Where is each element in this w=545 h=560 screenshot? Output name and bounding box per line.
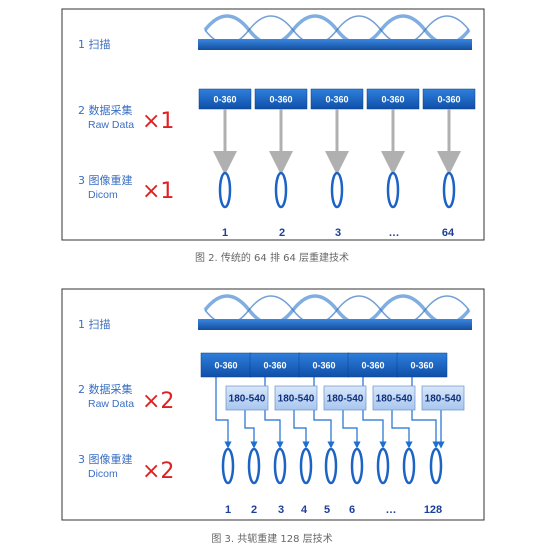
scan-bar: [198, 39, 472, 50]
raw-data-block-180-540: [421, 385, 465, 411]
raw-data-block-0-360: [298, 352, 350, 378]
slice-index: 2: [279, 227, 285, 239]
reconstruction-arrows: [213, 109, 461, 175]
raw-data-block-label: 0-360: [213, 95, 236, 105]
raw-data-blocks-0-360: 0-360 0-360 0-360 0-360 0-360: [200, 352, 448, 378]
raw-data-block-label: 180-540: [327, 394, 364, 405]
raw-data-blocks-180-540: 180-540 180-540 180-540 180-540 180-540: [225, 385, 465, 411]
raw-data-blocks: 0-360 0-360 0-360 0-360 0-360: [198, 88, 476, 110]
image-ring: [402, 447, 416, 485]
slice-indices: 1 2 3 4 5 6 … 128: [225, 504, 442, 516]
slice-index: 1: [222, 227, 228, 239]
slice-index: 3: [278, 504, 284, 516]
slice-index: 128: [424, 504, 442, 516]
image-ring: [386, 171, 400, 209]
raw-data-block-label: 180-540: [376, 394, 413, 405]
raw-data-block-label: 0-360: [361, 361, 384, 371]
row-label-dicom: 3 图像重建: [78, 173, 133, 187]
scan-bar: [198, 319, 472, 330]
image-ring: [330, 171, 344, 209]
row-label-raw: 2 数据采集: [78, 382, 133, 396]
slice-index: 4: [301, 504, 308, 516]
raw-data-block-label: 0-360: [437, 95, 460, 105]
scan-wave-back: [204, 15, 470, 45]
raw-data-block-0-360: [249, 352, 301, 378]
row-label-scan: 1 扫描: [78, 37, 111, 51]
reconstruct-arrow: [293, 410, 310, 449]
raw-data-block-0-360: [347, 352, 399, 378]
image-ring: [247, 447, 261, 485]
raw-data-block-label: 180-540: [278, 394, 315, 405]
image-ring: [221, 447, 235, 485]
raw-data-block-label: 0-360: [312, 361, 335, 371]
reconstruct-arrow: [244, 410, 258, 449]
slice-index: …: [389, 227, 400, 239]
image-ring: [442, 171, 456, 209]
row-sub-raw: Raw Data: [88, 398, 134, 410]
slice-index: 3: [335, 227, 341, 239]
slice-index: …: [386, 504, 397, 516]
slice-index: 2: [251, 504, 257, 516]
figure-2-caption: 图 2. 传统的 64 排 64 层重建技术: [195, 251, 349, 264]
scan-wave-back: [204, 295, 470, 325]
multiplier-raw: ×2: [142, 389, 174, 414]
row-label-raw: 2 数据采集: [78, 103, 133, 117]
raw-data-block-label: 0-360: [325, 95, 348, 105]
slice-indices: 1 2 3 … 64: [222, 227, 455, 239]
raw-data-block-label: 0-360: [269, 95, 292, 105]
multiplier-raw: ×1: [142, 109, 174, 134]
image-ring: [376, 447, 390, 485]
raw-data-block-label: 0-360: [214, 361, 237, 371]
row-label-dicom: 3 图像重建: [78, 452, 133, 466]
image-ring: [274, 171, 288, 209]
image-rings: [218, 171, 456, 209]
row-sub-dicom: Dicom: [88, 189, 118, 201]
raw-data-block-180-540: [225, 385, 269, 411]
image-ring: [299, 447, 313, 485]
row-sub-dicom: Dicom: [88, 468, 118, 480]
slice-index: 5: [324, 504, 330, 516]
row-label-scan: 1 扫描: [78, 317, 111, 331]
reconstruct-arrow: [391, 410, 413, 449]
raw-data-block-label: 0-360: [381, 95, 404, 105]
image-ring: [324, 447, 338, 485]
raw-data-block-label: 0-360: [410, 361, 433, 371]
slice-index: 1: [225, 504, 231, 516]
multiplier-dicom: ×2: [142, 459, 174, 484]
row-sub-raw: Raw Data: [88, 119, 134, 131]
raw-data-block-label: 180-540: [229, 394, 266, 405]
raw-data-block-180-540: [274, 385, 318, 411]
slice-index: 6: [349, 504, 355, 516]
image-ring: [273, 447, 287, 485]
raw-data-block-0-360: [396, 352, 448, 378]
raw-data-block-0-360: [200, 352, 252, 378]
image-ring: [429, 447, 443, 485]
image-ring: [218, 171, 232, 209]
slice-index: 64: [442, 227, 455, 239]
raw-data-block-label: 0-360: [263, 361, 286, 371]
raw-data-block-180-540: [372, 385, 416, 411]
image-ring: [350, 447, 364, 485]
multiplier-dicom: ×1: [142, 179, 174, 204]
figure-2: 1 扫描 2 数据采集 Raw Data ×1 3 图像重建 Dicom ×1 …: [61, 8, 485, 264]
reconstruct-arrow: [215, 377, 232, 449]
raw-data-block-180-540: [323, 385, 367, 411]
figure-3: 1 扫描 2 数据采集 Raw Data ×2 3 图像重建 Dicom ×2 …: [61, 288, 485, 545]
image-rings: [221, 447, 443, 485]
figure-3-caption: 图 3. 共轭重建 128 层技术: [211, 532, 332, 545]
raw-data-block-label: 180-540: [425, 394, 462, 405]
reconstruct-arrow: [342, 410, 361, 449]
